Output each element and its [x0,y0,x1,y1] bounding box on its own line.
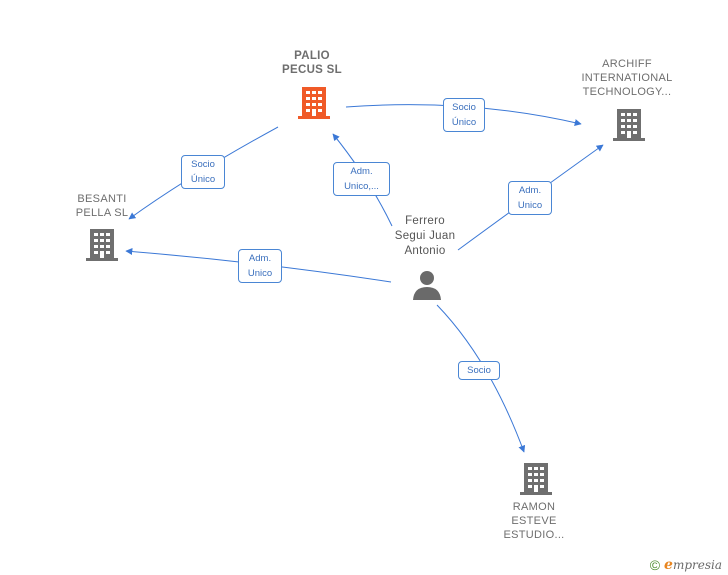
edge-label-ferrero-besanti: Adm. Unico [238,249,282,283]
edge-label-ferrero-archiff: Adm. Unico [508,181,552,215]
brand-name: empresia [664,557,722,573]
brand-logo[interactable]: © empresia [650,557,722,573]
node-label-palio-pecus[interactable]: PALIO PECUS SL [282,50,342,76]
edge-label-palio-archiff: Socio Único [443,98,485,132]
building-icon[interactable] [520,461,552,495]
node-label-besanti[interactable]: BESANTI PELLA SL [75,193,129,219]
node-label-archiff[interactable]: ARCHIFF INTERNATIONAL TECHNOLOGY... [581,58,673,98]
node-label-ferrero[interactable]: Ferrero Segui Juan Antonio [394,215,456,257]
edge-label-ferrero-ramon: Socio [458,361,500,380]
node-label-ramon[interactable]: RAMON ESTEVE ESTUDIO... [503,501,565,541]
copyright-icon: © [649,557,661,573]
person-icon[interactable] [411,270,443,300]
edge-label-palio-besanti: Socio Único [181,155,225,189]
building-icon[interactable] [613,107,645,141]
building-icon[interactable] [86,227,118,261]
edge-label-ferrero-palio: Adm. Unico,... [333,162,390,196]
building-icon[interactable] [298,85,330,119]
